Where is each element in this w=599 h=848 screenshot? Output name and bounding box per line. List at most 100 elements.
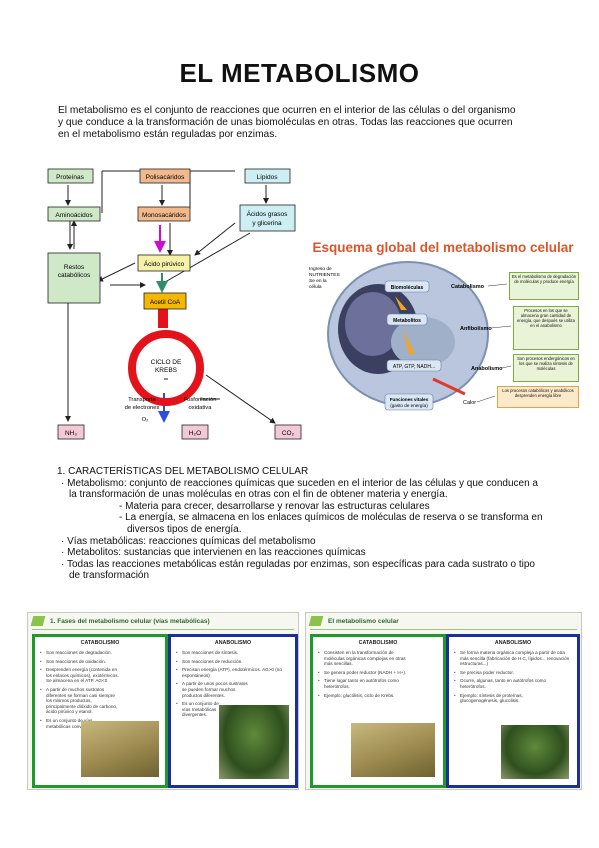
list-item: Tiene lugar tanto en autótrofos como het… [317,678,414,689]
acidos-grasos-label-2: y glicerina [252,220,282,227]
list-item: Consisten en la transformación de molécu… [317,650,414,667]
ingreso-label-3: Se en la [309,278,327,284]
atp-pill [386,359,442,372]
list-item: A partir de unos pocos sustratos se pued… [175,681,248,698]
list-item: Se genera poder reductor (NADH + H+). [317,670,440,676]
anabolismo-desc: Son procesos endergónicos en los que se … [517,356,575,371]
bullet-enzimas-text: Todas las reacciones metabólicas están r… [66,558,535,582]
atp-label: ATP, GTP, NADH... [393,364,435,370]
list-item: Precisan energía (ATP), endotérmicos. AG… [175,667,292,678]
list-item: Son reacciones de síntesis. [175,650,292,656]
anabolismo-tag: Anabolismo [471,366,503,372]
global-metabolism-scheme: Esquema global del metabolismo celular I… [303,234,583,420]
metabolismo-catabolismo-title: CATABOLISMO [358,640,398,646]
list-item: Ejemplo: síntesis de proteínas, glucogen… [453,693,550,704]
transporte-label-2: de electrones [125,405,160,411]
metabolic-pathways-diagram: CICLO DE KREBS Proteínas Polisacáridos L… [40,163,310,448]
anfibolismo-desc-box: Procesos en los que se almacena gran can… [513,306,579,350]
fases-anabolismo-list: Son reacciones de síntesis. Son reaccion… [171,646,295,718]
krebs-connector [158,308,168,328]
metabolitos-label: Metabolitos [393,318,421,324]
co2-box [274,424,302,440]
metabolismo-anabolismo-title: ANABOLISMO [494,640,532,646]
anabolismo-desc-box: Son procesos endergónicos en los que se … [513,354,579,382]
monosacaridos-label: Monosacáridos [142,212,187,219]
lipidos-box [244,168,291,184]
characteristics-section: 1. CARACTERÍSTICAS DEL METABOLISMO CELUL… [57,466,547,582]
yellow-arrow-1 [395,296,407,310]
bullet-metabolitos-text: Metabolitos: sustancias que intervienen … [67,547,366,559]
funciones-label-1: Funciones vitales [390,397,429,402]
list-item: Son reacciones de reducción. [175,659,292,665]
nh3-box [57,424,85,440]
metabolismo-panel-title: El metabolismo celular [328,618,399,625]
sub-energia: - La energía, se almacena en los enlaces… [119,512,543,535]
anfibolismo-tag: Anfibolismo [460,326,492,332]
bullet-metabolismo: · Metabolismo: conjunto de reacciones qu… [57,478,547,501]
catabolismo-desc: Es el metabolismo de degradación de molé… [511,274,577,284]
fosforilacion-label-1: Fosforilación [184,397,217,403]
krebs-label-1: CICLO DE [151,359,182,366]
restos-catabolicos-box [47,252,101,304]
list-item: Ocurre, algunas, tanto en autótrofos com… [453,678,550,689]
cheetah-image [81,721,159,777]
ingreso-label-1: Ingreso de [309,266,332,272]
bullet-enzimas: · Todas las reacciones metabólicas están… [57,559,547,582]
restos-label-2: catabólicos [58,272,91,279]
fases-catabolismo-box: CATABOLISMO Son reacciones de degradació… [32,634,168,788]
proteinas-box [47,168,94,184]
polisacaridos-box [139,168,191,184]
panel-flag-icon [308,616,324,626]
list-item: Se forma materia orgánica compleja a par… [453,650,574,667]
acetil-coa-box [143,292,187,310]
section-heading: 1. CARACTERÍSTICAS DEL METABOLISMO CELUL… [57,466,309,477]
bullet-dot: · [61,547,65,559]
panel-divider [310,629,577,630]
ingreso-label-4: célula [309,284,322,290]
acidos-grasos-label-1: Ácidos grasos [247,209,289,218]
restos-label-1: Restos [64,264,85,271]
yellow-arrow-2 [403,330,415,354]
bullet-vias-text: Vías metabólicas: reacciones químicas de… [67,535,316,547]
monosacaridos-box [137,206,191,222]
fases-panel-title: 1. Fases del metabolismo celular (vías m… [50,618,210,625]
krebs-label-2: KREBS [155,367,178,374]
scheme-title: Esquema global del metabolismo celular [312,240,574,255]
h2o-box [181,424,209,440]
page-title: EL METABOLISMO [179,58,420,88]
calor-desc: Los procesos catabólicos y anabólicos de… [502,388,574,398]
bullet-dot: · [61,477,65,489]
intro-paragraph: El metabolismo es el conjunto de reaccio… [58,105,516,141]
sub-materia: - Materia para crecer, desarrollarse y r… [119,500,430,512]
krebs-cycle-ring [128,330,204,406]
aminoacidos-box [47,206,101,222]
fases-anabolismo-box: ANABOLISMO Son reacciones de síntesis. S… [168,634,298,788]
tree-image [501,725,569,779]
list-item: Ejemplo: glucólisis, ciclo de Krebs. [317,693,440,699]
bullet-metabolitos: · Metabolitos: sustancias que interviene… [57,547,547,559]
scheme-svg: Esquema global del metabolismo celular I… [309,240,579,411]
bullet-dot: · [61,535,65,547]
fases-catabolismo-title: CATABOLISMO [80,640,120,646]
transporte-label-1: Transporte [128,397,156,403]
polisacaridos-label: Polisacáridos [146,174,185,181]
acidos-grasos-box [239,204,296,232]
organelle [391,317,455,367]
funciones-pill [384,393,434,411]
cheetah-image [351,723,435,777]
proteinas-label: Proteínas [56,174,85,181]
tree-image [219,705,289,779]
ingreso-label-2: NUTRIENTES [309,272,340,278]
metabolitos-pill [386,313,428,326]
list-item: Es un conjunto de vías metabólicas diver… [175,701,222,718]
panel-flag-icon [30,616,46,626]
fosforilacion-label-2: oxidativa [189,405,213,411]
panel-divider [32,629,294,630]
co2-label: CO₂ [282,430,295,437]
aminoacidos-label: Aminoácidos [55,212,93,219]
list-item: Desprenden energía (contenida en los enl… [39,667,120,684]
catabolismo-tag: Catabolismo [451,284,485,290]
lipidos-label: Lípidos [257,174,279,181]
bullet-dot: · [61,558,65,570]
pathways-svg: CICLO DE KREBS Proteínas Polisacáridos L… [47,168,302,440]
